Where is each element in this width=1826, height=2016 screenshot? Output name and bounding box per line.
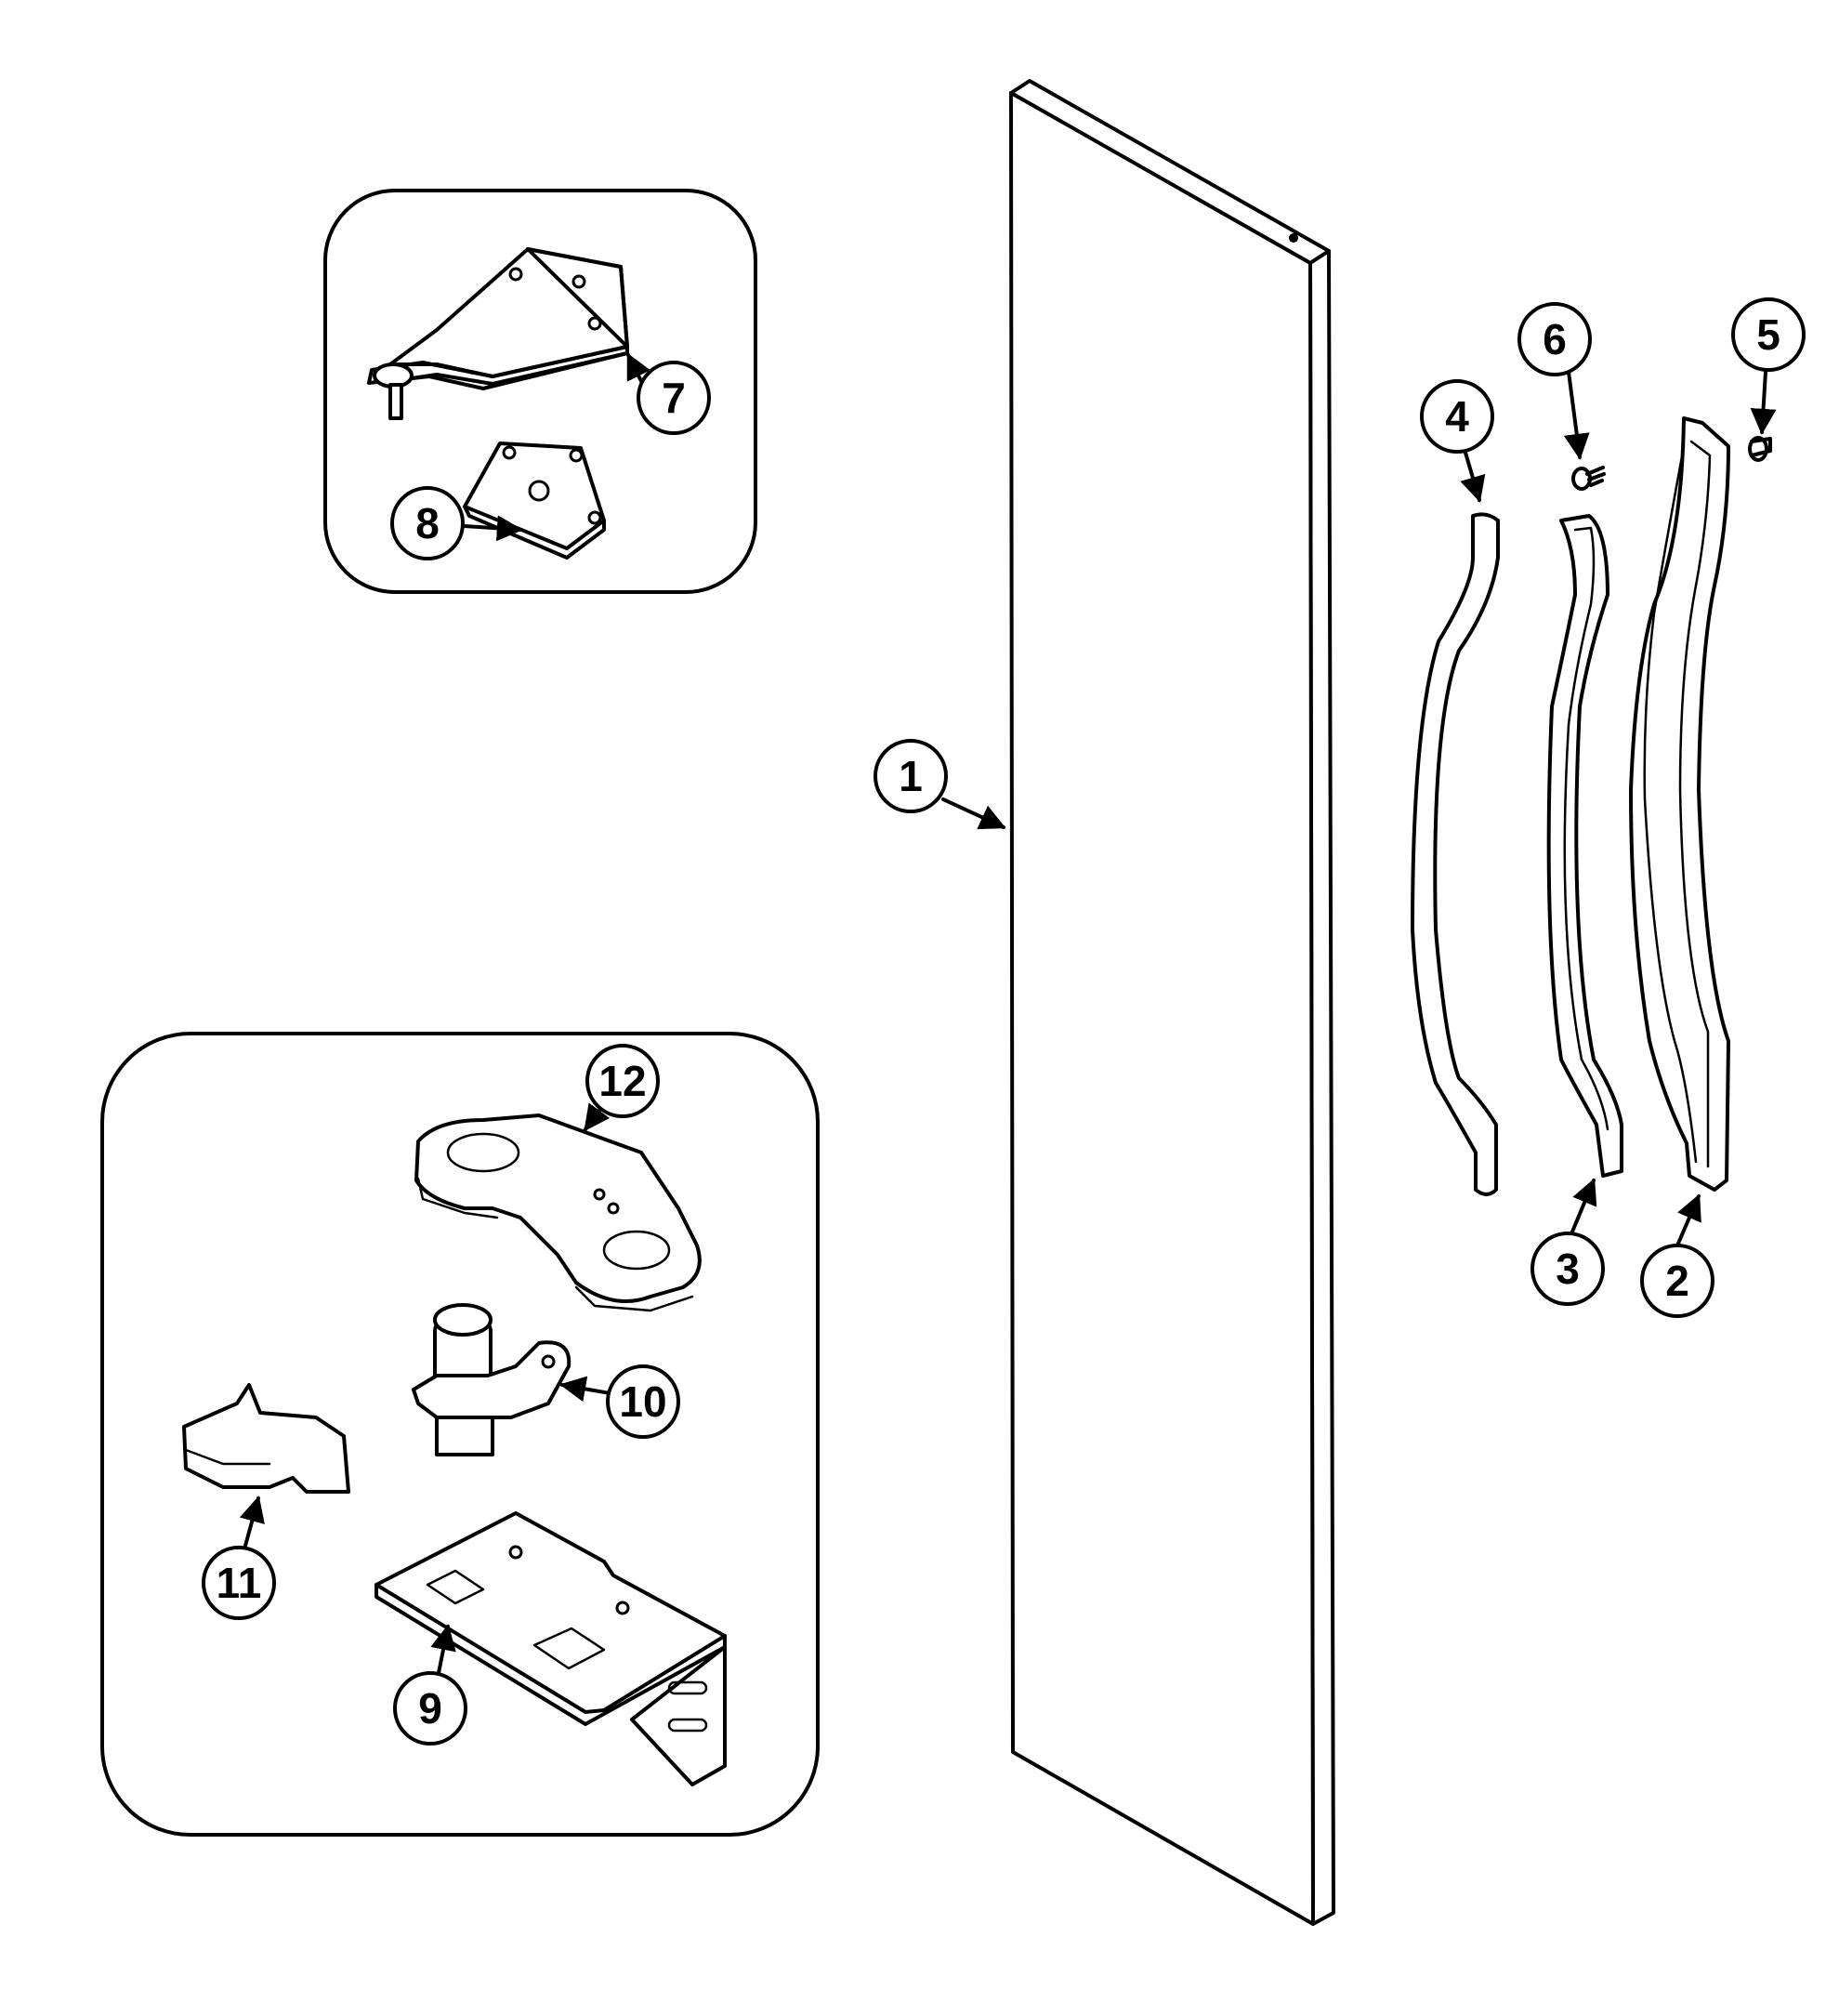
callout-8: 8 bbox=[390, 486, 465, 560]
callout-8-label: 8 bbox=[415, 499, 440, 547]
callout-7: 7 bbox=[637, 361, 711, 435]
top-hinge-plate bbox=[367, 247, 629, 420]
screw-5 bbox=[1748, 436, 1772, 462]
hinge-bushing-plate bbox=[414, 1113, 702, 1312]
callout-1-label: 1 bbox=[899, 752, 923, 800]
upper-hinge-inset bbox=[323, 189, 757, 594]
callout-9-label: 9 bbox=[418, 1684, 442, 1733]
lower-hinge-inset bbox=[100, 1032, 820, 1837]
callout-7-label: 7 bbox=[662, 374, 686, 422]
callout-3-label: 3 bbox=[1556, 1245, 1580, 1293]
callout-10: 10 bbox=[606, 1364, 680, 1439]
callout-12-label: 12 bbox=[598, 1057, 646, 1105]
callout-4-label: 4 bbox=[1445, 392, 1469, 441]
callout-11-label: 11 bbox=[217, 1559, 262, 1607]
callout-4: 4 bbox=[1420, 379, 1494, 454]
hinge-cover bbox=[182, 1383, 350, 1494]
screw-6 bbox=[1571, 466, 1606, 491]
callout-5-label: 5 bbox=[1756, 310, 1780, 359]
callout-3: 3 bbox=[1530, 1232, 1605, 1306]
callout-11: 11 bbox=[202, 1546, 276, 1620]
callout-10-label: 10 bbox=[619, 1377, 666, 1426]
leader-lines bbox=[239, 352, 1777, 1675]
callout-6-label: 6 bbox=[1543, 315, 1567, 363]
callout-6: 6 bbox=[1517, 302, 1592, 376]
door-panel bbox=[1009, 79, 1335, 1926]
door-handle bbox=[1411, 512, 1500, 1196]
hinge-bracket bbox=[374, 1511, 727, 1786]
hinge-shim bbox=[463, 441, 606, 560]
callout-2: 2 bbox=[1640, 1244, 1714, 1318]
hinge-pin bbox=[412, 1303, 571, 1456]
handle-insert bbox=[1546, 514, 1623, 1178]
callout-1: 1 bbox=[874, 739, 948, 813]
callout-2-label: 2 bbox=[1665, 1257, 1689, 1305]
callout-9: 9 bbox=[393, 1671, 467, 1746]
handle-trim bbox=[1629, 416, 1730, 1192]
callout-5: 5 bbox=[1731, 297, 1806, 372]
callout-12: 12 bbox=[585, 1044, 660, 1118]
